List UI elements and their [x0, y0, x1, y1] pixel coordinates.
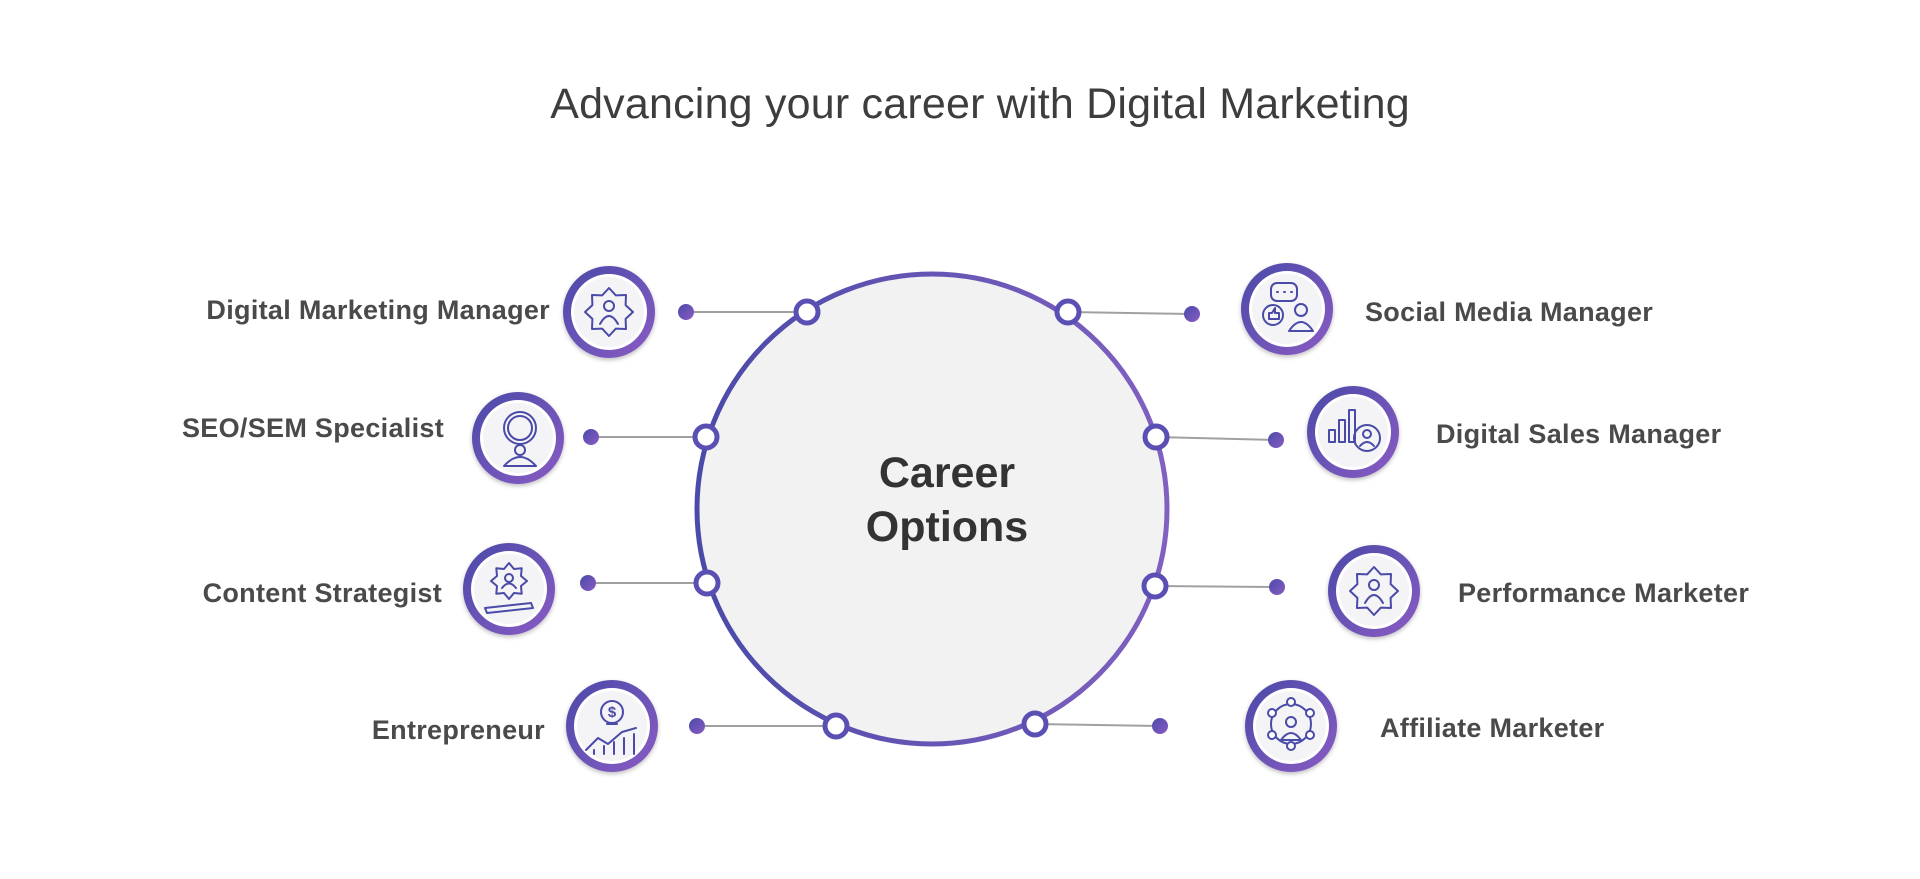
idea-growth-icon: $: [566, 680, 658, 772]
hub-node: [1054, 298, 1082, 326]
connector-dot: [1152, 718, 1168, 734]
role-label: SEO/SEM Specialist: [182, 413, 444, 443]
center-label-line1: Career: [879, 449, 1016, 497]
bar-chart-person-icon: [1307, 386, 1399, 478]
hub-node: [1142, 423, 1170, 451]
diagram-title: Advancing your career with Digital Marke…: [550, 80, 1410, 128]
role-label: Entrepreneur: [371, 715, 545, 745]
connector-dot: [580, 575, 596, 591]
connector-dot: [583, 429, 599, 445]
role-label: Digital Sales Manager: [1436, 419, 1722, 449]
connector-dot: [1184, 306, 1200, 322]
hub-node: [1141, 572, 1169, 600]
connector-dot: [1269, 579, 1285, 595]
chat-like-icon: [1241, 263, 1333, 355]
connectors-layer: [580, 298, 1285, 740]
hub-node: [822, 712, 850, 740]
role-label: Affiliate Marketer: [1380, 713, 1605, 743]
role-label: Social Media Manager: [1365, 297, 1654, 327]
connector-dot: [689, 718, 705, 734]
svg-text:$: $: [608, 704, 617, 721]
connector-dot: [1268, 432, 1284, 448]
icons-layer: $: [463, 263, 1420, 772]
connector-line: [1154, 585, 1278, 588]
magnifier-person-icon: [472, 392, 564, 484]
hub-node: [1021, 710, 1049, 738]
connector-line: [1067, 311, 1193, 315]
gear-pencil-icon: [463, 543, 555, 635]
gear-person-icon: [563, 266, 655, 358]
connector-line: [1155, 436, 1277, 441]
network-person-icon: [1245, 680, 1337, 772]
connector-line: [1034, 723, 1161, 727]
role-label: Content Strategist: [202, 578, 442, 608]
hub-node: [692, 423, 720, 451]
hub-node: [793, 298, 821, 326]
role-label: Performance Marketer: [1458, 578, 1750, 608]
role-label: Digital Marketing Manager: [206, 295, 550, 325]
hub-node: [693, 569, 721, 597]
gear-person-icon: [1328, 545, 1420, 637]
center-hub: [694, 271, 1170, 747]
center-label-line2: Options: [866, 503, 1028, 551]
connector-dot: [678, 304, 694, 320]
